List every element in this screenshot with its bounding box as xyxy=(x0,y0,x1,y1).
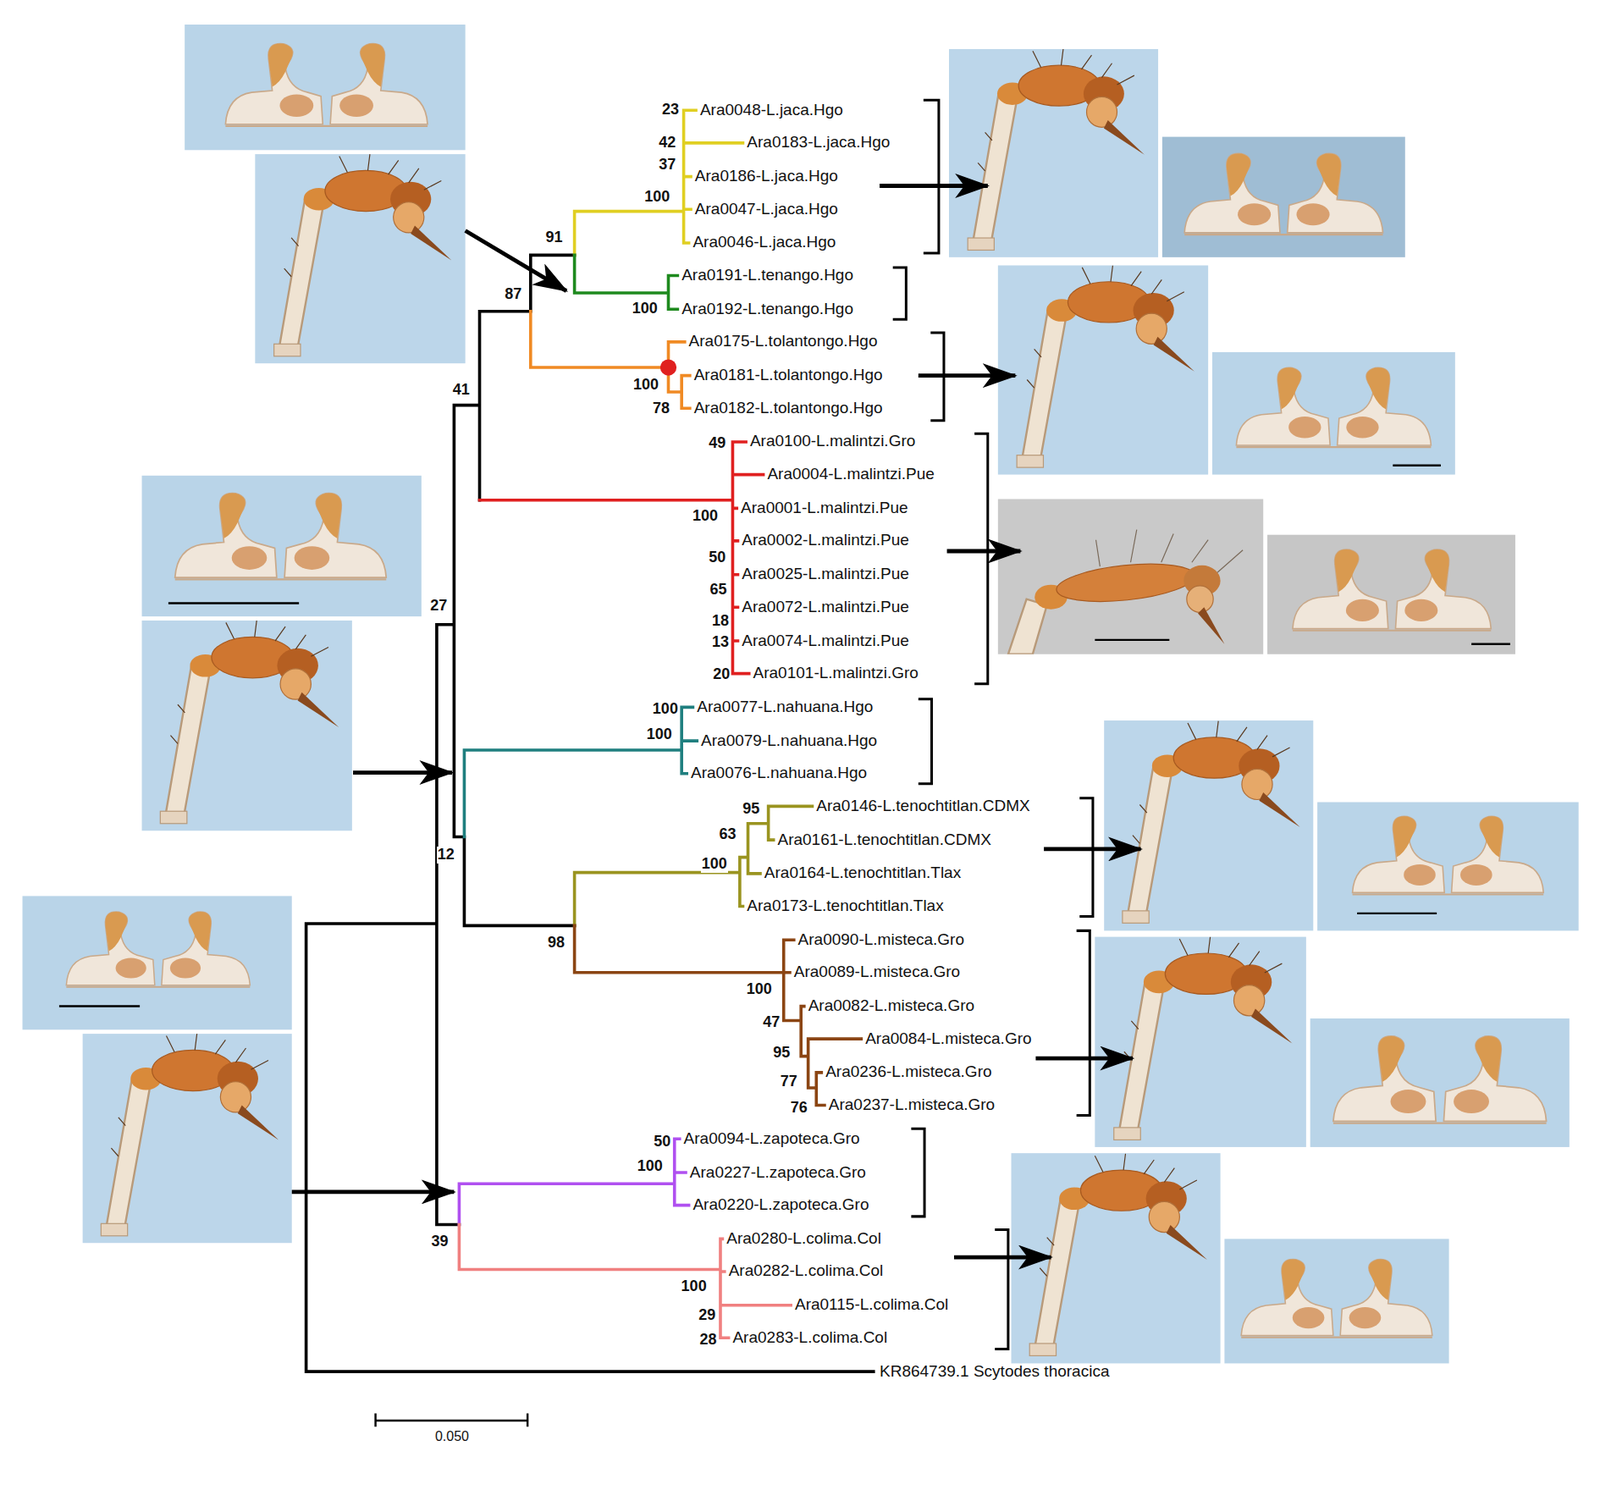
tip-label: Ara0115-L.colima.Col xyxy=(794,1296,949,1314)
bootstrap-value: 100 xyxy=(700,855,729,873)
bootstrap-value: 27 xyxy=(429,597,448,615)
bootstrap-value: 39 xyxy=(430,1233,449,1251)
tip-label: Ara0094-L.zapoteca.Gro xyxy=(684,1130,861,1148)
tip-label: Ara0186-L.jaca.Hgo xyxy=(695,167,839,186)
bootstrap-value: 12 xyxy=(436,846,456,864)
bootstrap-value: 37 xyxy=(657,156,677,174)
scale-bar xyxy=(375,1413,529,1428)
tip-label: Ara0072-L.malintzi.Pue xyxy=(741,598,910,617)
tip-label: Ara0173-L.tenochtitlan.Tlax xyxy=(746,897,944,916)
tip-label: Ara0220-L.zapoteca.Gro xyxy=(692,1196,869,1214)
tip-label: Ara0161-L.tenochtitlan.CDMX xyxy=(777,831,991,850)
tip-label: Ara0082-L.misteca.Gro xyxy=(808,997,975,1016)
tip-label: Ara0089-L.misteca.Gro xyxy=(794,963,960,982)
bootstrap-value: 100 xyxy=(745,981,773,999)
tip-label: Ara0181-L.tolantongo.Hgo xyxy=(694,366,883,385)
bootstrap-value: 95 xyxy=(741,800,761,818)
tip-label: Ara0282-L.colima.Col xyxy=(728,1262,884,1280)
tip-label: Ara0100-L.malintzi.Gro xyxy=(750,432,916,451)
tip-label: Ara0164-L.tenochtitlan.Tlax xyxy=(764,864,961,883)
tip-label: Ara0079-L.nahuana.Hgo xyxy=(700,732,878,751)
tip-label: Ara0048-L.jaca.Hgo xyxy=(700,101,844,120)
tip-label: Ara0090-L.misteca.Gro xyxy=(798,931,965,949)
tip-label: Ara0101-L.malintzi.Gro xyxy=(753,664,919,683)
tip-label: Ara0227-L.zapoteca.Gro xyxy=(689,1164,867,1182)
bootstrap-value: 65 xyxy=(709,581,729,599)
bootstrap-value: 42 xyxy=(657,134,677,152)
scale-label: 0.050 xyxy=(435,1428,469,1445)
tip-label: Ara0283-L.colima.Col xyxy=(732,1329,888,1347)
bootstrap-value: 13 xyxy=(711,634,730,652)
tip-label: Ara0084-L.misteca.Gro xyxy=(865,1030,1032,1049)
node-marker xyxy=(660,358,677,376)
tip-label: Ara0025-L.malintzi.Pue xyxy=(741,565,910,584)
bootstrap-value: 100 xyxy=(631,300,659,318)
bootstrap-value: 100 xyxy=(691,507,719,525)
tip-label: Ara0076-L.nahuana.Hgo xyxy=(690,764,867,783)
tip-label: Ara0183-L.jaca.Hgo xyxy=(746,133,890,152)
bootstrap-value: 23 xyxy=(661,101,680,119)
bootstrap-value: 100 xyxy=(636,1158,664,1176)
bootstrap-value: 63 xyxy=(717,826,737,844)
bootstrap-value: 18 xyxy=(711,612,730,630)
tip-label: Ara0001-L.malintzi.Pue xyxy=(740,499,909,518)
tip-label: Ara0237-L.misteca.Gro xyxy=(828,1096,995,1115)
bootstrap-value: 28 xyxy=(699,1331,718,1349)
bootstrap-value: 100 xyxy=(680,1278,708,1296)
tip-label: Ara0002-L.malintzi.Pue xyxy=(741,531,910,550)
tip-label: KR864739.1 Scytodes thoracica xyxy=(879,1362,1109,1381)
tip-label: Ara0192-L.tenango.Hgo xyxy=(681,300,854,319)
bootstrap-value: 100 xyxy=(632,376,660,394)
bootstrap-value: 95 xyxy=(772,1044,791,1062)
bootstrap-value: 49 xyxy=(707,435,727,453)
tip-label: Ara0280-L.colima.Col xyxy=(726,1230,882,1248)
bootstrap-value: 77 xyxy=(779,1073,799,1091)
bootstrap-value: 98 xyxy=(546,934,566,952)
photo-panels xyxy=(22,24,1579,1363)
bootstrap-value: 100 xyxy=(643,188,671,206)
pointer-arrows xyxy=(292,185,1142,1258)
tip-label: Ara0004-L.malintzi.Pue xyxy=(766,465,935,484)
tip-label: Ara0077-L.nahuana.Hgo xyxy=(696,698,873,717)
bootstrap-value: 47 xyxy=(761,1014,781,1032)
bootstrap-value: 87 xyxy=(503,286,523,304)
tip-label: Ara0047-L.jaca.Hgo xyxy=(695,200,839,219)
bootstrap-value: 76 xyxy=(789,1099,809,1117)
tip-label: Ara0175-L.tolantongo.Hgo xyxy=(689,332,878,351)
tip-label: Ara0236-L.misteca.Gro xyxy=(825,1063,992,1082)
bootstrap-value: 50 xyxy=(707,549,727,567)
tip-label: Ara0046-L.jaca.Hgo xyxy=(692,233,836,252)
bootstrap-value: 78 xyxy=(651,400,671,418)
bootstrap-value: 20 xyxy=(711,666,731,684)
bootstrap-value: 100 xyxy=(651,700,679,718)
bootstrap-value: 91 xyxy=(544,229,563,247)
tip-label: Ara0191-L.tenango.Hgo xyxy=(681,266,854,285)
bootstrap-value: 29 xyxy=(697,1307,717,1325)
tip-label: Ara0074-L.malintzi.Pue xyxy=(741,632,910,651)
bootstrap-value: 41 xyxy=(452,381,471,399)
bootstrap-value: 50 xyxy=(652,1133,672,1151)
bootstrap-value: 100 xyxy=(645,726,674,744)
brackets xyxy=(893,99,1093,1349)
tip-label: Ara0182-L.tolantongo.Hgo xyxy=(694,399,883,418)
tip-label: Ara0146-L.tenochtitlan.CDMX xyxy=(816,797,1030,816)
